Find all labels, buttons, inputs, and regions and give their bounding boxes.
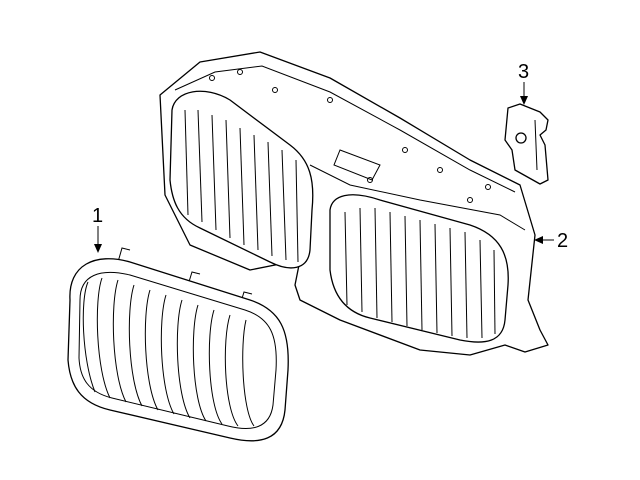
callout-label-1: 1: [92, 205, 103, 227]
part-1-kidney-grille: [67, 247, 289, 442]
callout-3: 3: [518, 61, 529, 105]
arrow-head-3: [520, 96, 528, 105]
part-3-bracket: [504, 103, 549, 185]
arrow-head-1: [94, 244, 102, 253]
arrow-head-2: [534, 236, 543, 244]
callout-1: 1: [92, 205, 103, 253]
callout-2: 2: [534, 230, 568, 252]
part-2-grille-frame: [159, 51, 549, 356]
callout-label-3: 3: [518, 61, 529, 83]
callout-label-2: 2: [557, 230, 568, 252]
